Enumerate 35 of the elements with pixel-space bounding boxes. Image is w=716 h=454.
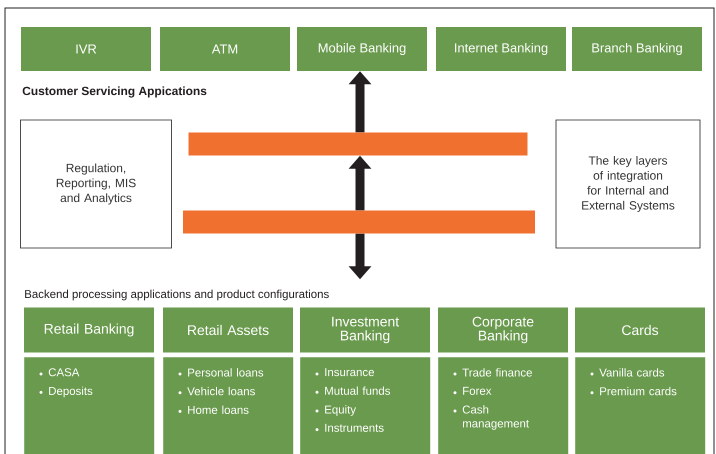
list-item: Vanilla cards <box>599 368 664 377</box>
list-item: Equity <box>325 405 356 416</box>
list-item: Insurance <box>325 368 374 376</box>
product-header-box: Cards <box>575 308 705 352</box>
list-item: Home loans <box>188 406 249 414</box>
product-header-box: Retail Banking <box>24 308 154 352</box>
list-item: Cash management <box>462 405 529 430</box>
channel-box: IVR <box>21 27 151 71</box>
info-box: The key layers of integration for Internal and External Systems <box>556 120 700 248</box>
integration-bar <box>188 132 528 156</box>
product-list-box <box>163 357 294 454</box>
section-heading: Customer Servicing Appications <box>22 86 206 98</box>
list-item: CASA <box>48 368 80 376</box>
integration-bar <box>183 210 535 234</box>
list-item: Premium cards <box>600 386 676 396</box>
product-header-box: Corporate Banking <box>438 308 568 352</box>
product-header-box: Investment Banking <box>300 308 430 352</box>
list-item: Instruments <box>325 424 384 432</box>
channel-box: Internet Banking <box>436 27 566 71</box>
product-list-box <box>24 357 154 454</box>
product-list-box <box>575 357 706 454</box>
list-item: Forex <box>463 386 492 395</box>
product-list-box <box>438 357 568 454</box>
list-item: Trade finance <box>462 368 532 377</box>
info-box: Regulation, Reporting, MIS and Analytics <box>20 120 172 248</box>
channel-box: Branch Banking <box>572 27 702 71</box>
channel-box: Mobile Banking <box>297 27 427 71</box>
list-item: Deposits <box>49 386 92 398</box>
product-list-box <box>300 357 430 454</box>
product-header-box: Retail Assets <box>163 308 293 352</box>
list-item: Mutual funds <box>325 386 390 395</box>
list-item: Vehicle loans <box>187 386 255 396</box>
list-item: Personal loans <box>188 368 264 377</box>
section-caption: Backend processing applications and product configurations <box>25 290 329 300</box>
channel-box: ATM <box>160 27 290 71</box>
